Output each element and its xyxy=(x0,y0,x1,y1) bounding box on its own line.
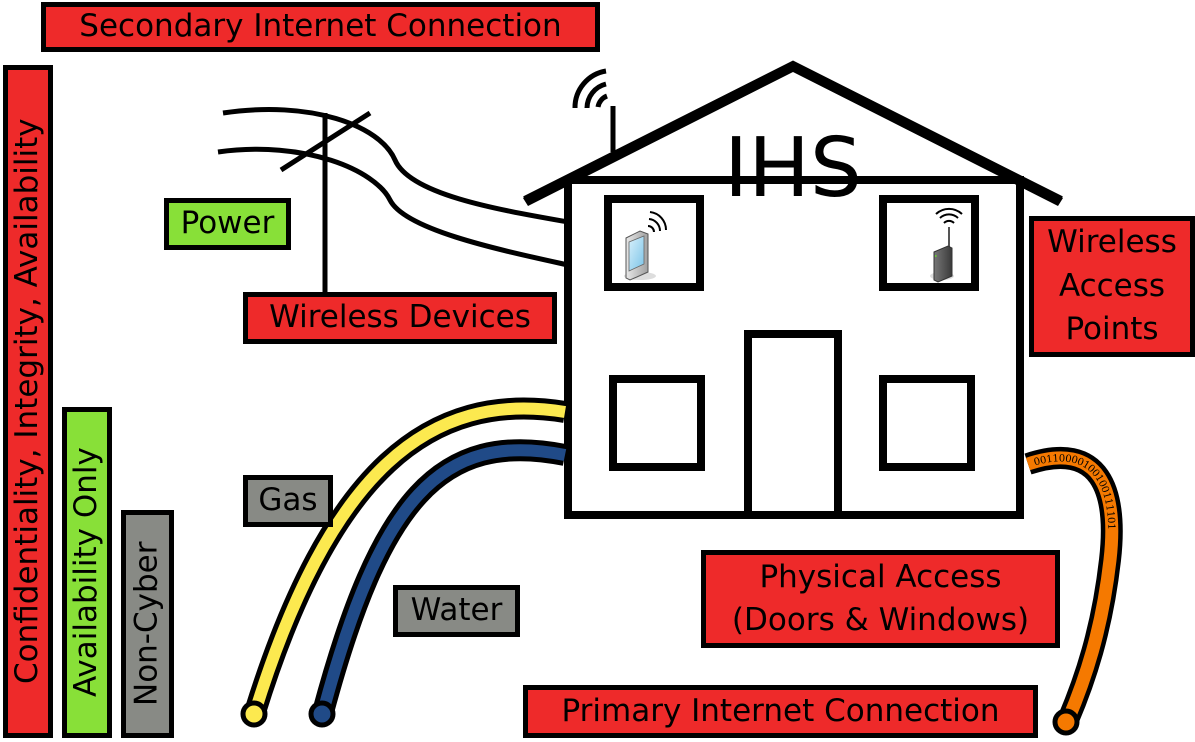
label-primary-internet-text: Primary Internet Connection xyxy=(561,692,1000,729)
water-pipe-end xyxy=(308,700,336,728)
label-wireless-devices-text: Wireless Devices xyxy=(269,299,531,336)
lower-left-window xyxy=(609,375,705,471)
label-secondary-internet: Secondary Internet Connection xyxy=(41,2,600,52)
label-power-text: Power xyxy=(180,205,275,242)
label-secondary-internet-text: Secondary Internet Connection xyxy=(79,8,562,45)
wireless-router-icon xyxy=(930,207,963,283)
legend-non-cyber-text: Non-Cyber xyxy=(128,541,165,707)
legend-cia-text: Confidentiality, Integrity, Availability xyxy=(9,118,46,685)
internet-cable-end xyxy=(1052,708,1080,736)
front-door xyxy=(744,330,842,519)
gas-pipe xyxy=(244,397,567,716)
label-primary-internet: Primary Internet Connection xyxy=(523,685,1038,738)
label-wireless-devices: Wireless Devices xyxy=(243,292,557,344)
legend-non-cyber: Non-Cyber xyxy=(121,510,174,738)
label-wireless-access-points-text: Wireless Access Points xyxy=(1047,224,1177,348)
house-title: IHS xyxy=(724,121,862,216)
label-water: Water xyxy=(393,585,520,637)
tablet-device-icon xyxy=(624,211,668,281)
water-pipe xyxy=(312,439,568,715)
power-pole-icon xyxy=(279,110,372,296)
label-wireless-access-points: Wireless Access Points xyxy=(1029,216,1195,357)
legend-availability-only-text: Availability Only xyxy=(68,447,105,698)
gas-pipe-end xyxy=(240,700,268,728)
label-physical-access-text: Physical Access (Doors & Windows) xyxy=(731,558,1030,638)
lower-right-window xyxy=(879,375,975,471)
legend-cia: Confidentiality, Integrity, Availability xyxy=(3,65,53,738)
label-gas: Gas xyxy=(243,475,333,527)
label-gas-text: Gas xyxy=(258,482,318,519)
label-physical-access: Physical Access (Doors & Windows) xyxy=(701,550,1060,648)
power-lines xyxy=(217,107,569,268)
upper-right-window xyxy=(879,195,979,291)
label-power: Power xyxy=(164,198,291,250)
wifi-antenna-icon xyxy=(572,68,616,152)
legend-availability-only: Availability Only xyxy=(62,407,112,738)
label-water-text: Water xyxy=(410,592,503,629)
